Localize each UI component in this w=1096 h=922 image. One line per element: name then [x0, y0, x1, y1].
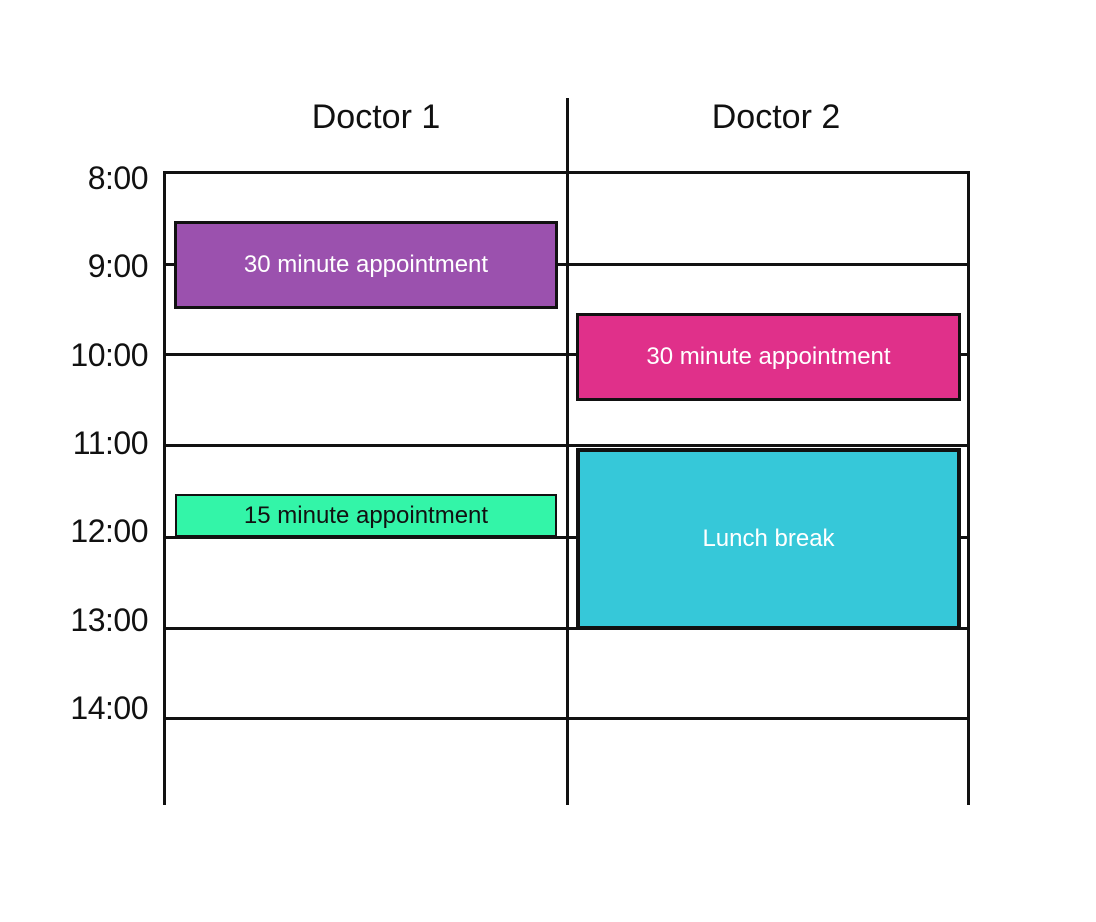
appointment-label: 30 minute appointment: [243, 251, 489, 278]
time-label-14: 14:00: [70, 690, 148, 726]
hour-line-10: [163, 353, 970, 356]
appointment-doctor1-30min[interactable]: 30 minute appointment: [174, 221, 558, 309]
time-label-10: 10:00: [70, 337, 148, 373]
hour-line-9: [163, 263, 970, 266]
grid-right-line: [967, 172, 970, 805]
time-label-9: 9:00: [87, 248, 149, 284]
hour-line-12: [163, 536, 970, 539]
grid-left-line: [163, 172, 166, 805]
hour-line-13: [163, 627, 970, 630]
appointment-doctor1-15min[interactable]: 15 minute appointment: [175, 494, 557, 537]
hour-line-11: [163, 444, 970, 447]
grid-divider-line: [566, 98, 569, 805]
time-label-12: 12:00: [70, 513, 148, 549]
column-header-doctor-1: Doctor 1: [311, 98, 441, 136]
hour-line-8: [163, 171, 970, 174]
lunch-break-block[interactable]: Lunch break: [576, 448, 961, 630]
column-header-doctor-2: Doctor 2: [711, 98, 841, 136]
time-label-11: 11:00: [72, 425, 149, 461]
appointment-label: 15 minute appointment: [243, 501, 489, 529]
appointment-label: 30 minute appointment: [646, 343, 891, 370]
appointment-doctor2-30min[interactable]: 30 minute appointment: [576, 313, 961, 401]
time-label-13: 13:00: [70, 602, 148, 638]
time-label-8: 8:00: [87, 160, 149, 196]
hour-line-14: [163, 717, 970, 720]
appointment-label: Lunch break: [702, 525, 835, 552]
